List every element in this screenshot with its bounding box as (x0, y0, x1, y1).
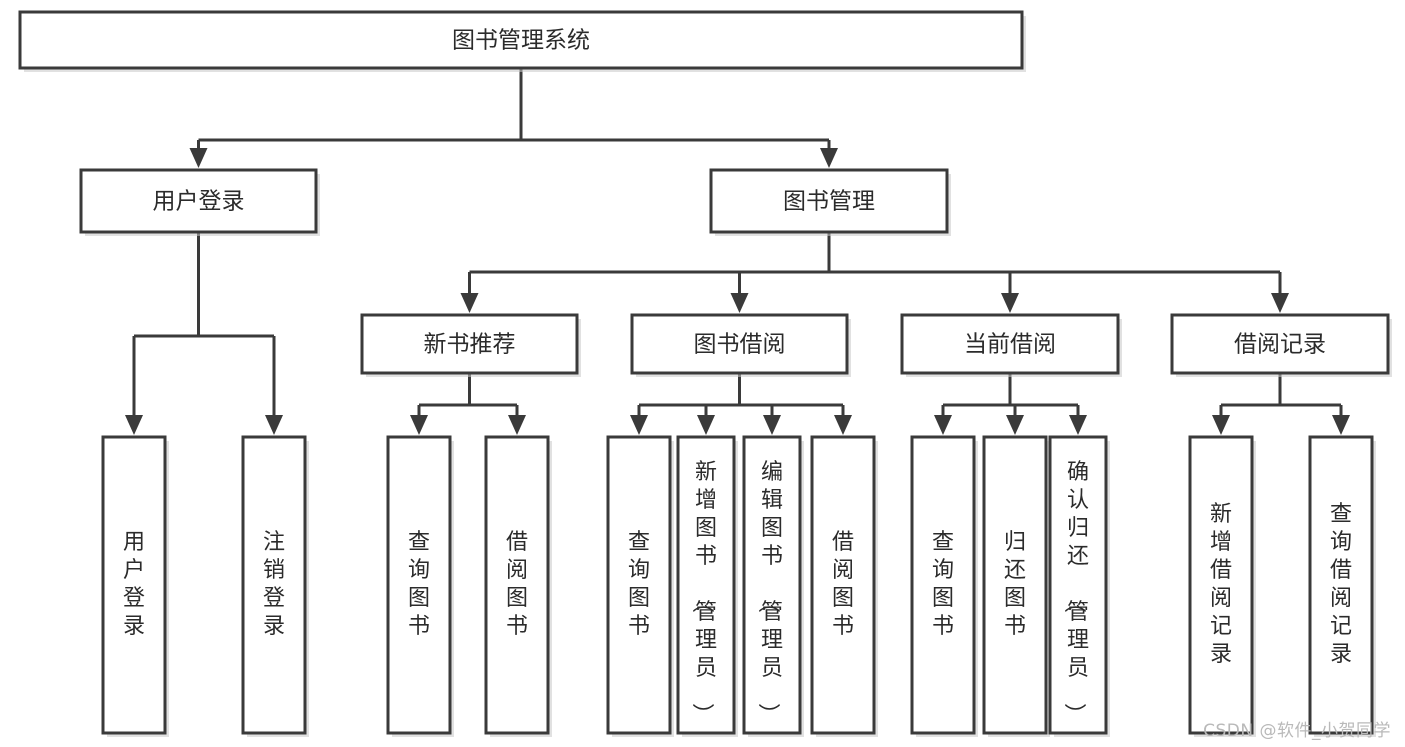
node-label: 图书管理 (783, 189, 875, 215)
boxes-layer: 图书管理系统用户登录图书管理新书推荐图书借阅当前借阅借阅记录用户登录注销登录查询… (18, 10, 1392, 737)
node-leaf-nb-query[interactable]: 查询图书 (386, 435, 454, 737)
node-label: 查询借阅记录 (1330, 502, 1352, 667)
node-box[interactable] (101, 435, 167, 735)
node-box[interactable] (79, 168, 318, 234)
node-box[interactable] (910, 435, 976, 735)
node-leaf-bb-edit[interactable]: 编辑图书（管理员） (742, 435, 804, 737)
node-label: 查询图书 (628, 530, 650, 639)
edge-group-l2_user (125, 232, 283, 435)
node-root[interactable]: 图书管理系统 (18, 10, 1026, 72)
node-l2-book[interactable]: 图书管理 (709, 168, 951, 236)
node-leaf-rec-query[interactable]: 查询借阅记录 (1308, 435, 1376, 737)
node-label: 查询图书 (408, 530, 430, 639)
node-box[interactable] (900, 313, 1120, 375)
node-leaf-cb-return[interactable]: 归还图书 (982, 435, 1050, 737)
node-l3-record[interactable]: 借阅记录 (1170, 313, 1392, 377)
node-label: 注销登录 (263, 530, 285, 639)
node-box[interactable] (1188, 435, 1254, 735)
node-box[interactable] (630, 313, 849, 375)
node-box[interactable] (676, 435, 736, 735)
node-label: 借阅图书 (506, 530, 528, 639)
node-l3-newbook[interactable]: 新书推荐 (360, 313, 581, 377)
node-label: 用户登录 (123, 530, 145, 639)
edge-group-root (189, 68, 838, 168)
edge-group-l3_current (934, 373, 1087, 435)
csdn-watermark: CSDN @软件_小贺同学 (1203, 721, 1391, 741)
node-leaf-bb-add[interactable]: 新增图书（管理员） (676, 435, 738, 737)
node-label: 图书借阅 (694, 332, 786, 358)
node-label: 确认归还（管理员） (1061, 460, 1089, 725)
edge-group-l3_borrow (630, 373, 852, 435)
node-box[interactable] (606, 435, 672, 735)
node-label: 用户登录 (153, 189, 245, 215)
node-label: 新增借阅记录 (1210, 502, 1232, 667)
node-label: 归还图书 (1004, 530, 1026, 639)
node-leaf-cb-confirm[interactable]: 确认归还（管理员） (1048, 435, 1110, 737)
node-box[interactable] (18, 10, 1024, 70)
node-leaf-user-logout[interactable]: 注销登录 (241, 435, 309, 737)
node-l3-borrow[interactable]: 图书借阅 (630, 313, 851, 377)
node-label: 当前借阅 (964, 332, 1056, 358)
node-box[interactable] (360, 313, 579, 375)
node-leaf-bb-query[interactable]: 查询图书 (606, 435, 674, 737)
node-box[interactable] (241, 435, 307, 735)
node-box[interactable] (386, 435, 452, 735)
node-label: 新书推荐 (424, 332, 516, 358)
node-box[interactable] (709, 168, 949, 234)
edge-group-l3_record (1212, 373, 1350, 435)
node-label: 新增图书（管理员） (689, 460, 717, 725)
node-label: 图书管理系统 (452, 28, 590, 54)
edge-group-l2_book (460, 232, 1289, 313)
node-label: 查询图书 (932, 530, 954, 639)
node-leaf-bb-borrow[interactable]: 借阅图书 (810, 435, 878, 737)
node-box[interactable] (1308, 435, 1374, 735)
node-label: 借阅图书 (832, 530, 854, 639)
node-box[interactable] (1170, 313, 1390, 375)
node-label: 借阅记录 (1234, 332, 1326, 358)
node-label: 编辑图书（管理员） (755, 460, 783, 725)
node-box[interactable] (1048, 435, 1108, 735)
node-box[interactable] (484, 435, 550, 735)
node-leaf-nb-borrow[interactable]: 借阅图书 (484, 435, 552, 737)
node-box[interactable] (982, 435, 1048, 735)
node-leaf-cb-query[interactable]: 查询图书 (910, 435, 978, 737)
edge-group-l3_newbook (410, 373, 526, 435)
node-box[interactable] (742, 435, 802, 735)
node-l3-current[interactable]: 当前借阅 (900, 313, 1122, 377)
node-leaf-rec-add[interactable]: 新增借阅记录 (1188, 435, 1256, 737)
edges-layer (125, 68, 1350, 435)
node-l2-user[interactable]: 用户登录 (79, 168, 320, 236)
node-box[interactable] (810, 435, 876, 735)
node-leaf-user-login[interactable]: 用户登录 (101, 435, 169, 737)
